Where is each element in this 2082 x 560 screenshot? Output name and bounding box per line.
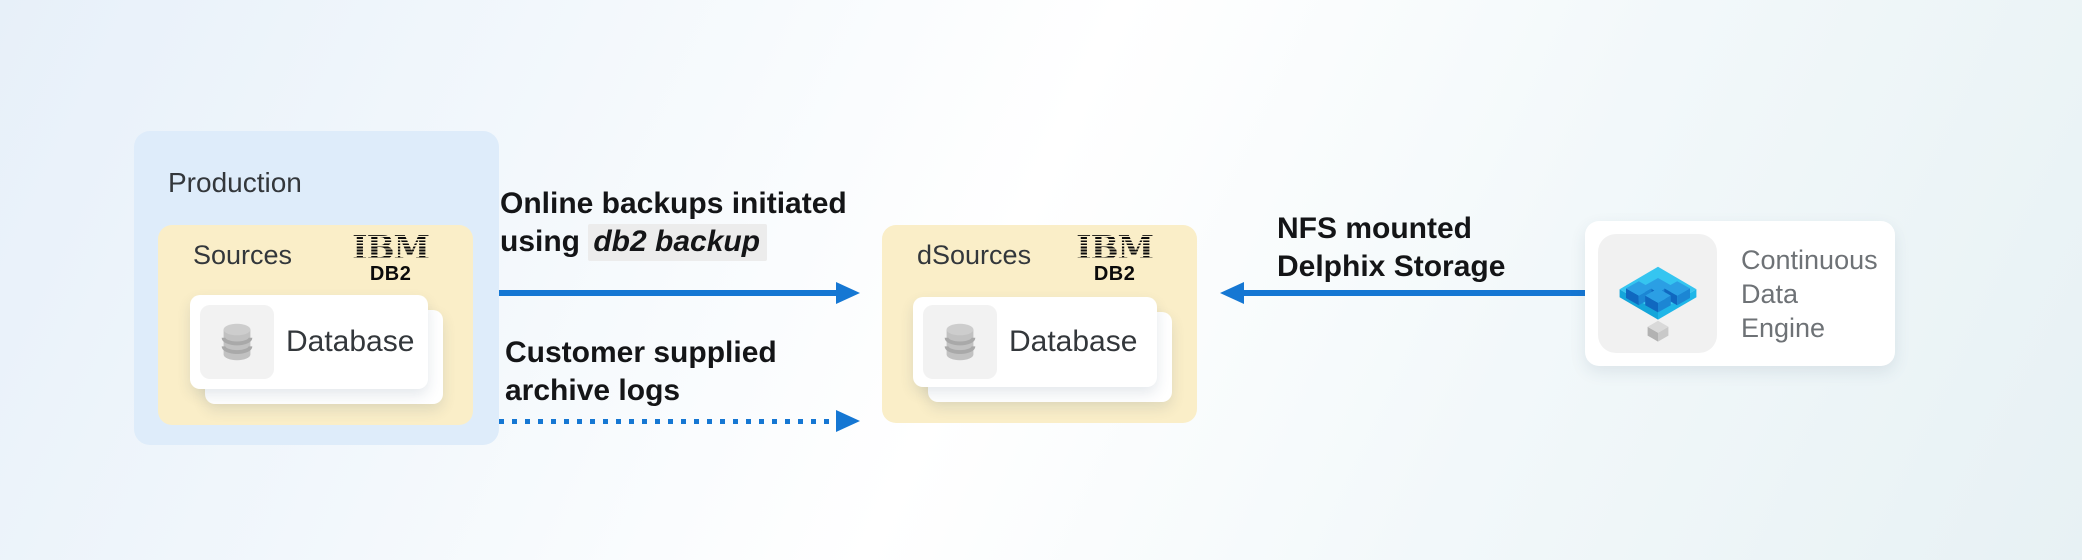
delphix-engine-icon	[1598, 234, 1717, 353]
nfs-arrowhead-icon	[1220, 282, 1244, 304]
engine-label-line3: Engine	[1741, 312, 1826, 343]
archive-logs-label: Customer supplied archive logs	[505, 336, 777, 407]
sources-database-label: Database	[286, 325, 415, 358]
production-group: Production Sources IBM DB2	[134, 131, 499, 445]
sources-label: Sources	[193, 240, 293, 270]
nfs-arrow-line	[1244, 290, 1585, 296]
archive-logs-dotted-line	[499, 419, 837, 424]
engine-label-line2: Data	[1741, 278, 1799, 309]
dsources-label: dSources	[917, 240, 1032, 270]
ibm-db2-logo: IBM DB2	[350, 228, 431, 285]
dsources-group: dSources IBM DB2 Database	[882, 225, 1197, 423]
db2-logo-word: DB2	[1093, 263, 1136, 285]
continuous-data-engine-card: Continuous Data Engine	[1585, 221, 1895, 366]
dsources-database-card: Database	[913, 297, 1157, 387]
db2-backup-code: db2 backup	[588, 224, 768, 261]
database-cylinder-icon	[923, 305, 997, 379]
db2-logo-word: DB2	[369, 263, 412, 285]
database-cylinder-icon	[200, 305, 274, 379]
engine-label: Continuous Data Engine	[1741, 243, 1878, 345]
online-backups-text: Online backups initiated using	[500, 187, 847, 258]
engine-label-line1: Continuous	[1741, 244, 1878, 275]
online-backups-label: Online backups initiated using db2 backu…	[500, 185, 860, 261]
ibm-logo-word: IBM	[1074, 228, 1155, 267]
production-label: Production	[168, 167, 302, 198]
archive-logs-arrowhead-icon	[836, 410, 860, 432]
nfs-storage-label: NFS mounted Delphix Storage	[1277, 212, 1506, 283]
ibm-db2-logo: IBM DB2	[1074, 228, 1155, 285]
sources-database-stack: Database	[190, 295, 443, 404]
ibm-logo-word: IBM	[350, 228, 431, 267]
online-backups-arrow-line	[499, 290, 837, 296]
dsources-database-label: Database	[1009, 325, 1138, 358]
online-backups-arrowhead-icon	[836, 282, 860, 304]
sources-database-card: Database	[190, 295, 428, 389]
sources-group: Sources IBM DB2 Database	[158, 225, 473, 425]
dsources-database-stack: Database	[913, 297, 1172, 406]
